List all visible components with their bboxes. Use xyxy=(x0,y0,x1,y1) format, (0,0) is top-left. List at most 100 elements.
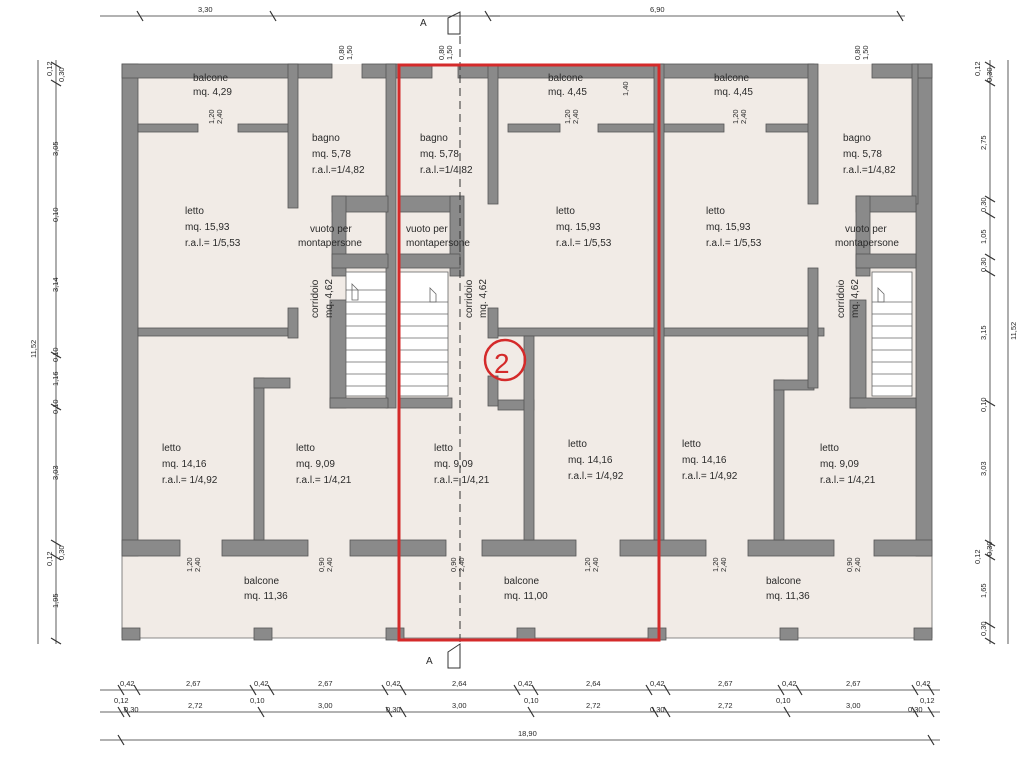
svg-text:2,72: 2,72 xyxy=(188,701,203,710)
room-area: mq. 14,16 xyxy=(568,455,613,466)
svg-text:0,80: 0,80 xyxy=(337,45,346,60)
room-area: mq. 4,62 xyxy=(324,279,335,318)
room-ral: r.a.l.= 1/4,92 xyxy=(682,471,738,482)
svg-text:2,40: 2,40 xyxy=(193,557,202,572)
room-area: mq. 4,62 xyxy=(850,279,861,318)
svg-text:2,40: 2,40 xyxy=(457,557,466,572)
svg-text:0,42: 0,42 xyxy=(254,679,269,688)
svg-text:1,16: 1,16 xyxy=(51,371,60,386)
room-name: letto xyxy=(706,206,725,217)
svg-text:0,42: 0,42 xyxy=(650,679,665,688)
highlighted-unit[interactable]: 2 xyxy=(397,63,661,642)
room-name: balcone xyxy=(766,576,801,587)
room-name: letto xyxy=(185,206,204,217)
dim-top-1: 3,30 xyxy=(198,5,213,14)
room-name: bagno xyxy=(312,133,340,144)
svg-text:3,05: 3,05 xyxy=(51,141,60,156)
room-area: mq. 5,78 xyxy=(420,149,459,160)
svg-text:0,30: 0,30 xyxy=(57,67,66,82)
svg-text:11,52: 11,52 xyxy=(29,340,38,358)
svg-text:2,72: 2,72 xyxy=(718,701,733,710)
svg-text:1,20: 1,20 xyxy=(583,557,592,572)
room-area: mq. 14,16 xyxy=(162,459,207,470)
svg-text:0,30: 0,30 xyxy=(386,705,401,714)
svg-text:0,30: 0,30 xyxy=(985,541,994,556)
section-label-bottom: A xyxy=(426,656,433,667)
room-name: bagno xyxy=(420,133,448,144)
svg-text:2,40: 2,40 xyxy=(853,557,862,572)
svg-text:0,12: 0,12 xyxy=(920,696,935,705)
svg-text:0,12: 0,12 xyxy=(973,549,982,564)
svg-text:2,75: 2,75 xyxy=(979,135,988,150)
svg-text:2,67: 2,67 xyxy=(846,679,861,688)
svg-text:0,10: 0,10 xyxy=(524,696,539,705)
svg-text:2,40: 2,40 xyxy=(571,109,580,124)
svg-text:2,40: 2,40 xyxy=(591,557,600,572)
svg-text:0,12: 0,12 xyxy=(45,551,54,566)
svg-text:1,20: 1,20 xyxy=(711,557,720,572)
room-name-2: montapersone xyxy=(406,238,470,249)
room-labels: balcone mq. 4,29 balcone mq. 4,45 balcon… xyxy=(162,73,899,602)
room-area: mq. 11,36 xyxy=(766,591,810,602)
svg-text:2,40: 2,40 xyxy=(739,109,748,124)
svg-text:1,20: 1,20 xyxy=(731,109,740,124)
svg-text:0,10: 0,10 xyxy=(51,347,60,362)
svg-text:0,42: 0,42 xyxy=(518,679,533,688)
svg-text:1,40: 1,40 xyxy=(621,81,630,96)
svg-text:3,03: 3,03 xyxy=(979,461,988,476)
svg-text:2,64: 2,64 xyxy=(586,679,601,688)
svg-text:0,10: 0,10 xyxy=(979,397,988,412)
svg-text:0,10: 0,10 xyxy=(250,696,265,705)
room-name: balcone xyxy=(548,73,583,84)
room-area: mq. 4,62 xyxy=(478,279,489,318)
room-name: letto xyxy=(568,439,587,450)
room-ral: r.a.l.= 1/4,21 xyxy=(820,475,876,486)
svg-text:2,40: 2,40 xyxy=(719,557,728,572)
top-dimensions: 3,30 6,90 xyxy=(100,5,905,22)
room-name: letto xyxy=(820,443,839,454)
svg-text:0,80: 0,80 xyxy=(437,45,446,60)
room-ral: r.a.l.=1/4,82 xyxy=(843,165,896,176)
svg-text:0,90: 0,90 xyxy=(449,557,458,572)
svg-text:0,30: 0,30 xyxy=(979,257,988,272)
room-name: bagno xyxy=(843,133,871,144)
svg-text:0,12: 0,12 xyxy=(973,61,982,76)
room-ral: r.a.l.= 1/4,21 xyxy=(296,475,352,486)
room-name: letto xyxy=(162,443,181,454)
room-ral: r.a.l.= 1/5,53 xyxy=(556,238,612,249)
svg-text:0,10: 0,10 xyxy=(776,696,791,705)
room-area: mq. 9,09 xyxy=(820,459,859,470)
room-name: corridoio xyxy=(310,279,321,318)
svg-text:3,00: 3,00 xyxy=(452,701,467,710)
svg-text:1,20: 1,20 xyxy=(207,109,216,124)
room-area: mq. 14,16 xyxy=(682,455,727,466)
room-area: mq. 5,78 xyxy=(312,149,351,160)
svg-text:0,12: 0,12 xyxy=(45,61,54,76)
room-name: letto xyxy=(682,439,701,450)
svg-text:2,67: 2,67 xyxy=(186,679,201,688)
svg-text:0,30: 0,30 xyxy=(979,621,988,636)
room-name: corridoio xyxy=(836,279,847,318)
room-ral: r.a.l.= 1/5,53 xyxy=(185,238,241,249)
svg-text:0,12: 0,12 xyxy=(114,696,129,705)
room-name: vuoto per xyxy=(845,224,887,235)
svg-text:1,50: 1,50 xyxy=(345,45,354,60)
room-area: mq. 9,09 xyxy=(434,459,473,470)
room-ral: r.a.l.= 1/5,53 xyxy=(706,238,762,249)
svg-text:3,00: 3,00 xyxy=(846,701,861,710)
unit-number-circle xyxy=(483,338,527,382)
room-name: balcone xyxy=(244,576,279,587)
svg-text:0,30: 0,30 xyxy=(908,705,923,714)
stair-3 xyxy=(871,271,913,397)
section-marker-top: A xyxy=(420,11,461,35)
room-name-2: montapersone xyxy=(835,238,899,249)
room-area: mq. 4,45 xyxy=(714,87,753,98)
room-area: mq. 9,09 xyxy=(296,459,335,470)
stair-1 xyxy=(345,271,387,397)
svg-text:2,67: 2,67 xyxy=(718,679,733,688)
svg-text:0,30: 0,30 xyxy=(985,67,994,82)
svg-text:0,42: 0,42 xyxy=(386,679,401,688)
room-area: mq. 15,93 xyxy=(706,222,751,233)
room-area: mq. 5,78 xyxy=(843,149,882,160)
room-name: letto xyxy=(556,206,575,217)
